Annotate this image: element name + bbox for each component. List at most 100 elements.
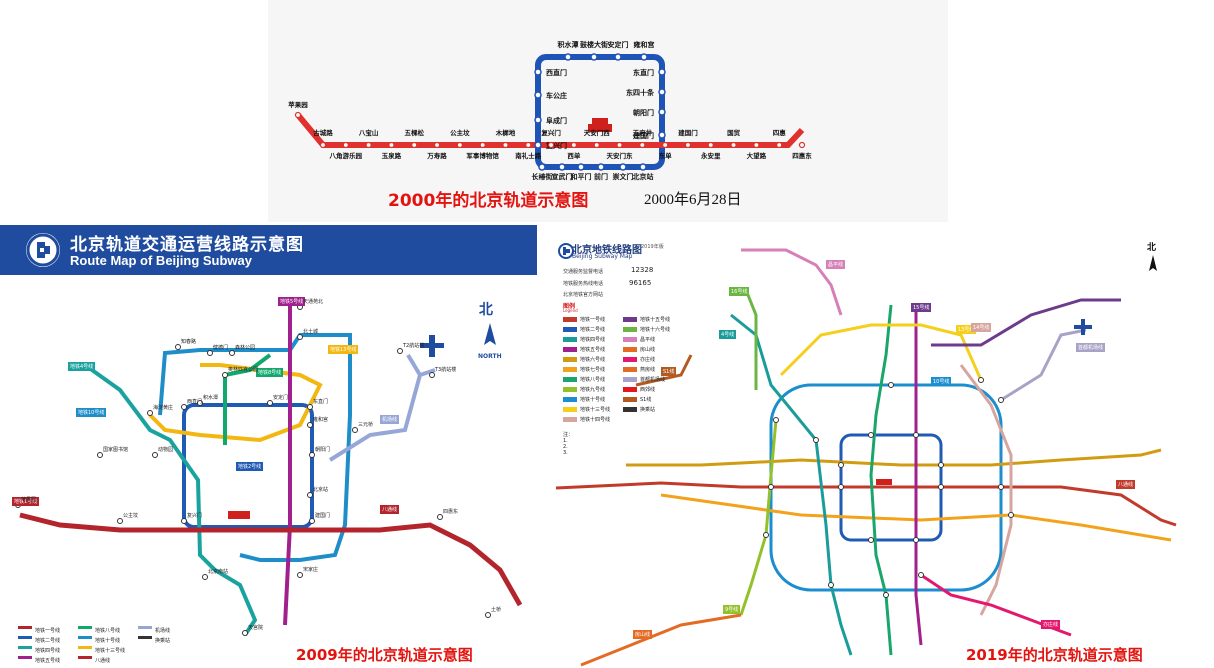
map-2000-caption: 2000年的北京轨道示意图 xyxy=(388,191,589,211)
legend-swatch xyxy=(563,337,577,342)
legend-label: 燕房线 xyxy=(640,367,656,373)
transfer-station-dot xyxy=(938,462,944,468)
station-label: 公主坟 xyxy=(123,513,139,519)
line-badge: 地铁2号线 xyxy=(236,462,264,471)
legend-swatch xyxy=(623,327,637,332)
line1-station-dot xyxy=(294,111,302,119)
station-label: 天通苑北 xyxy=(303,299,324,305)
line-badge: 15号线 xyxy=(911,303,932,312)
line-badge: 首都机场线 xyxy=(1076,343,1106,352)
legend-swatch xyxy=(563,377,577,382)
left-line2-ring xyxy=(182,403,314,529)
legend-label: 地铁二号线 xyxy=(35,638,61,644)
map-2019-caption: 2019年的北京轨道示意图 xyxy=(966,646,1143,664)
station-label: 安定门 xyxy=(273,395,289,401)
legend-label: 地铁十五号线 xyxy=(640,317,671,323)
legend-label: 八通线 xyxy=(95,658,111,664)
legend-label: 地铁十号线 xyxy=(580,397,606,403)
station-label: 积水潭 xyxy=(203,395,219,401)
right-tiananmen-icon xyxy=(876,479,892,485)
line1-station-label: 永安里 xyxy=(700,151,721,160)
station-label: 知春路 xyxy=(181,339,197,345)
legend-label: S1线 xyxy=(640,397,652,403)
right-fangshan-track xyxy=(580,613,742,667)
line1-station-dot xyxy=(547,141,555,149)
map-2019-north-cn: 北 xyxy=(1147,243,1157,253)
transfer-station-dot xyxy=(868,537,874,543)
map-2019-lines xyxy=(555,243,1177,667)
transfer-station-dot xyxy=(813,437,819,443)
station-dot xyxy=(242,630,248,636)
transfer-station-dot xyxy=(978,377,984,383)
ring-station-label: 东四十条 xyxy=(626,88,655,97)
map-2009-north-cn: 北 xyxy=(479,302,493,318)
map-2009-lines xyxy=(15,304,523,637)
line1-station-dot xyxy=(319,141,327,149)
map-2019-notes: 注：1.2.3. xyxy=(563,431,573,456)
line1-station-label: 八角游乐园 xyxy=(329,151,363,160)
transfer-station-dot xyxy=(938,484,944,490)
station-label: 国家图书馆 xyxy=(103,447,129,453)
left-line1-track xyxy=(19,512,523,607)
line-badge: 机场线 xyxy=(380,415,400,424)
station-dot xyxy=(437,514,443,520)
ring-station-label: 阜成门 xyxy=(546,116,567,125)
map-2000-lines: 积水潭鼓楼大街安定门雍和宫东直门东四十条朝阳门建国门北京站崇文门前门和平门宣武门… xyxy=(288,40,812,181)
station-label: 朝阳门 xyxy=(315,447,331,453)
right-airport-track xyxy=(1000,328,1087,402)
line1-station-dot xyxy=(776,141,783,149)
legend-swatch xyxy=(78,656,92,659)
right-line15-track xyxy=(931,298,1121,347)
website-label: 北京地铁官方网站 xyxy=(563,292,604,298)
map-2009-subtitle: Route Map of Beijing Subway xyxy=(70,253,253,268)
station-label: 天宫院 xyxy=(248,625,264,631)
legend-item: 八通线 xyxy=(78,647,110,666)
right-line4-track xyxy=(730,313,853,656)
line1-station-dot xyxy=(798,141,806,149)
line1-station-dot xyxy=(479,141,486,149)
transfer-station-dot xyxy=(913,432,919,438)
line-badge: 4号线 xyxy=(719,330,737,339)
station-dot xyxy=(197,400,203,406)
right-line5-track xyxy=(914,310,923,646)
note-line: 注： xyxy=(563,432,574,438)
ring-station-label: 宣武门 xyxy=(552,172,573,181)
right-line14-track xyxy=(959,364,1013,616)
legend-label: 地铁四号线 xyxy=(580,337,606,343)
note-line: 2. xyxy=(563,444,568,450)
legend-swatch xyxy=(623,357,637,362)
station-dot xyxy=(485,612,491,618)
legend-swatch xyxy=(563,387,577,392)
station-label: T3航站楼 xyxy=(435,367,457,373)
ring-station-dot xyxy=(534,116,542,124)
legend-swatch xyxy=(138,626,152,629)
ring-station-dot xyxy=(658,131,666,139)
legend-swatch xyxy=(623,347,637,352)
station-dot xyxy=(147,410,153,416)
transfer-station-dot xyxy=(883,592,889,598)
legend-label: 地铁十三号线 xyxy=(580,407,611,413)
legend-swatch xyxy=(623,407,637,412)
line1-station-dot xyxy=(753,141,760,149)
ring-station-label: 东直门 xyxy=(633,68,654,77)
line1-station-dot xyxy=(662,141,669,149)
line1-station-dot xyxy=(433,141,441,149)
left-line8-track xyxy=(223,353,272,445)
note-line: 1. xyxy=(563,438,568,444)
legend-item: 换乘站 xyxy=(138,627,170,646)
legend-label: 地铁五号线 xyxy=(35,658,61,664)
legend-label: 西郊线 xyxy=(640,387,656,393)
station-dot xyxy=(352,427,358,433)
station-label: 北京站 xyxy=(313,487,329,493)
legend-title: 图例 xyxy=(563,303,576,310)
line1-station-label: 玉泉路 xyxy=(382,151,402,160)
ring-station-label: 建国门 xyxy=(633,131,654,140)
tiananmen-roof-icon xyxy=(592,118,608,124)
station-label: T2航站楼 xyxy=(403,343,425,349)
legend-label: 昌平线 xyxy=(640,337,656,343)
ring-station-label: 长椿街 xyxy=(532,172,553,181)
station-dot xyxy=(297,334,303,340)
station-label: 动物园 xyxy=(158,447,174,453)
ring-station-label: 鼓楼大街 xyxy=(580,40,608,49)
ring-station-label: 复兴门 xyxy=(545,141,567,150)
